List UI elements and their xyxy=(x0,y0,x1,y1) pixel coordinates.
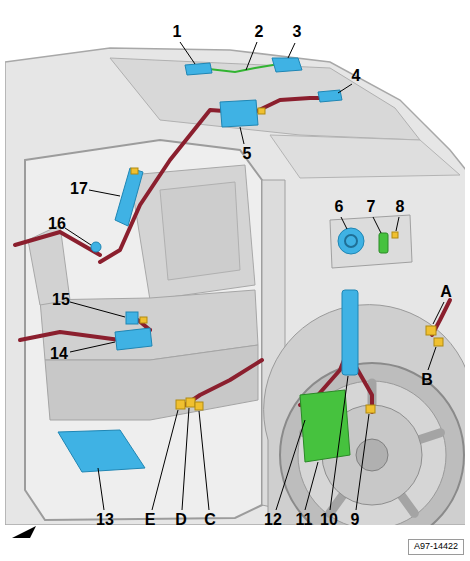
figure-id: A97-14422 xyxy=(414,542,458,552)
callout-letter: B xyxy=(421,372,433,388)
callout-number: 13 xyxy=(96,512,114,528)
callout-number: 8 xyxy=(396,199,405,215)
callout-number: 9 xyxy=(351,512,360,528)
callout-number: 12 xyxy=(264,512,282,528)
callout-number: 15 xyxy=(52,292,70,308)
callout-number: 10 xyxy=(320,512,338,528)
figure-id-box: A97-14422 xyxy=(408,539,464,555)
callout-number: 17 xyxy=(70,181,88,197)
callout-number: 3 xyxy=(293,24,302,40)
callout-letter: D xyxy=(175,512,187,528)
callout-letter: A xyxy=(440,284,452,300)
callout-letter: E xyxy=(145,512,156,528)
callout-number: 5 xyxy=(243,146,252,162)
callout-number: 16 xyxy=(48,216,66,232)
callout-number: 7 xyxy=(367,199,376,215)
callout-number: 6 xyxy=(335,199,344,215)
callout-number: 4 xyxy=(352,68,361,84)
callout-number: 1 xyxy=(173,24,182,40)
callout-number: 11 xyxy=(296,512,313,528)
callout-letter: C xyxy=(204,512,216,528)
callout-number: 14 xyxy=(50,346,68,362)
callout-number: 2 xyxy=(255,24,264,40)
